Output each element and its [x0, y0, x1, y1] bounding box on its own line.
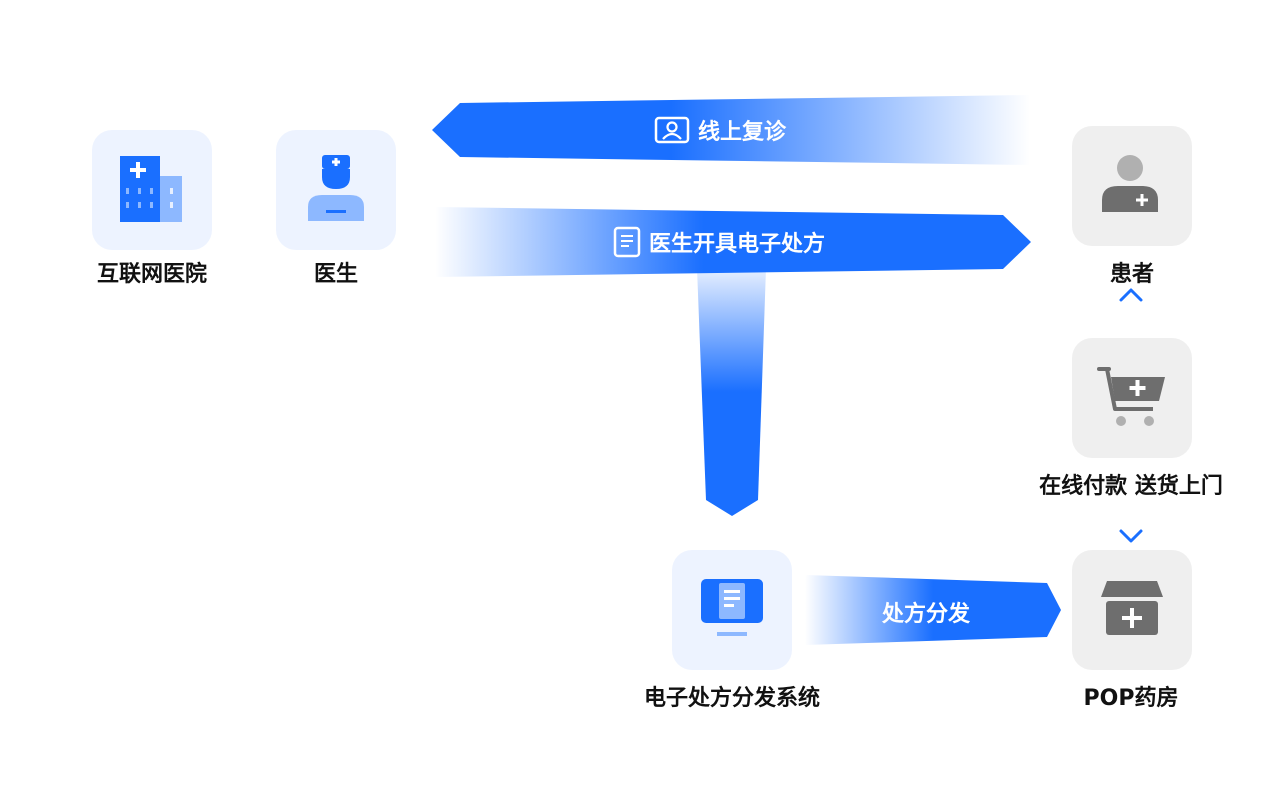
- consult-text: 线上复诊: [698, 120, 787, 145]
- patient-node: [1072, 126, 1192, 246]
- patient-icon: [1102, 154, 1162, 218]
- erx-system-node: [672, 550, 792, 670]
- shopping-cart-icon: [1097, 365, 1167, 431]
- document-icon: [613, 226, 641, 258]
- dispatch-text: 处方分发: [882, 602, 971, 627]
- prescribe-label: 医生开具电子处方: [613, 226, 825, 258]
- doctor-label: 医生: [313, 262, 359, 287]
- pharmacy-node: [1072, 550, 1192, 670]
- monitor-document-icon: [699, 577, 765, 643]
- hospital-node: [92, 130, 212, 250]
- consult-arrow: [432, 95, 1030, 165]
- small-up-arrow: [1119, 288, 1143, 328]
- patient-label: 患者: [1109, 262, 1155, 287]
- prescribe-text: 医生开具电子处方: [649, 232, 826, 257]
- pharmacy-label: POP药房: [1083, 686, 1179, 711]
- hospital-label: 互联网医院: [96, 262, 208, 287]
- erx-system-label: 电子处方分发系统: [643, 686, 821, 711]
- consult-label: 线上复诊: [654, 114, 786, 146]
- dispatch-arrow: [805, 575, 1061, 645]
- checkout-node: [1072, 338, 1192, 458]
- dispatch-label: 处方分发: [882, 596, 970, 628]
- pharmacy-store-icon: [1101, 579, 1163, 641]
- down-arrow: [697, 268, 766, 516]
- checkout-label: 在线付款 送货上门: [1039, 474, 1223, 499]
- small-down-arrow: [1119, 502, 1143, 543]
- prescribe-arrow: [435, 207, 1031, 277]
- doctor-node: [276, 130, 396, 250]
- doctor-icon: [306, 153, 366, 227]
- video-call-icon: [654, 116, 690, 144]
- hospital-icon: [118, 152, 186, 228]
